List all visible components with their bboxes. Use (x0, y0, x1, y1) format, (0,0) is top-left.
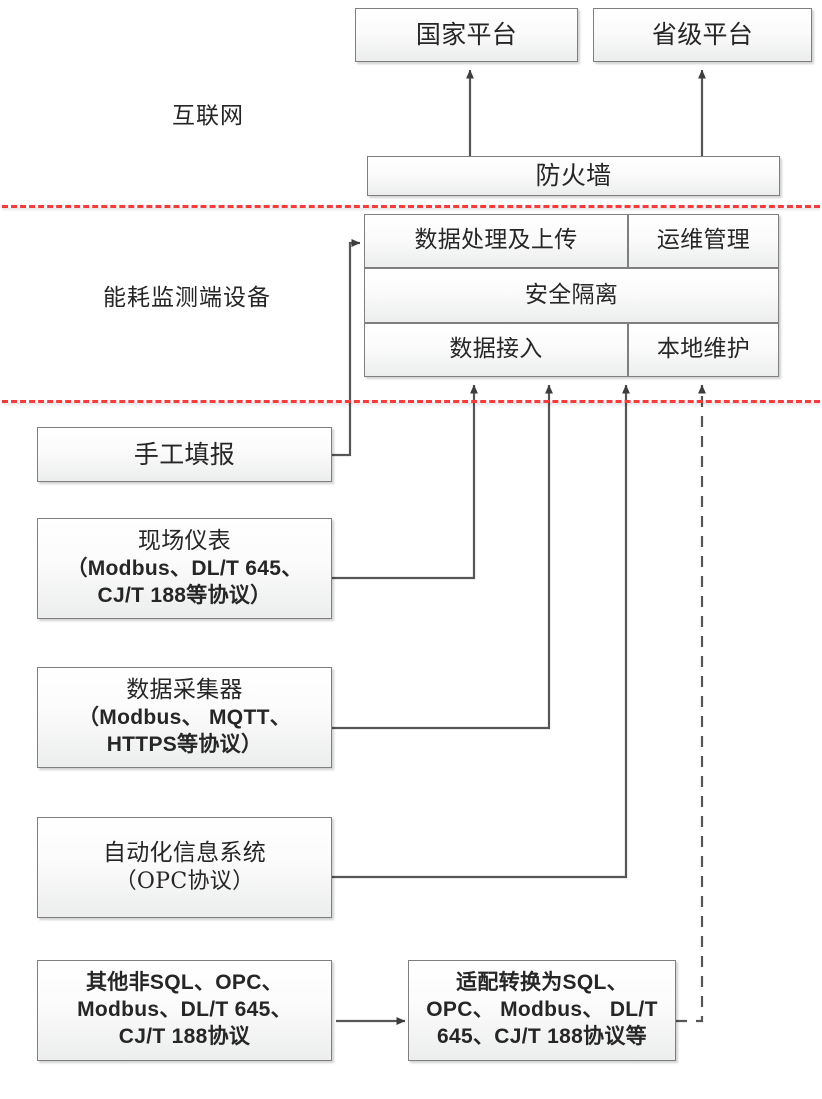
node-local-maintenance-label: 本地维护 (656, 336, 751, 363)
node-data-collector-line-3: HTTPS等协议） (106, 733, 263, 757)
node-provincial-platform-label: 省级平台 (651, 20, 754, 49)
node-manual-entry[interactable]: 手工填报 (37, 427, 332, 482)
node-local-maintenance[interactable]: 本地维护 (628, 323, 779, 377)
node-protocol-adapter-line-1: 适配转换为SQL、 (456, 971, 628, 995)
node-firewall-label: 防火墙 (535, 161, 612, 190)
node-data-collector-line-2: （Modbus、 MQTT、 (78, 706, 291, 730)
node-field-meter-line-3: CJ/T 188等协议） (97, 584, 272, 608)
node-national-platform[interactable]: 国家平台 (355, 8, 578, 62)
node-protocol-adapter-line-2: OPC、 Modbus、 DL/T (426, 998, 658, 1022)
node-data-process-upload[interactable]: 数据处理及上传 (364, 214, 628, 268)
node-ops-management-label: 运维管理 (656, 227, 751, 254)
node-other-protocols[interactable]: 其他非SQL、OPC、 Modbus、DL/T 645、 CJ/T 188协议 (37, 960, 332, 1061)
wire-manual-to-cluster (332, 239, 361, 457)
node-data-access[interactable]: 数据接入 (364, 323, 628, 377)
node-security-isolation[interactable]: 安全隔离 (364, 268, 779, 323)
node-firewall[interactable]: 防火墙 (367, 156, 780, 196)
node-field-meter-line-2: （Modbus、DL/T 645、 (66, 557, 303, 581)
node-manual-entry-label: 手工填报 (133, 439, 236, 469)
node-automation-system-line-2: （OPC协议） (114, 869, 255, 895)
node-automation-system[interactable]: 自动化信息系统 （OPC协议） (37, 817, 332, 918)
wire-meter-to-access (332, 384, 478, 580)
node-ops-management[interactable]: 运维管理 (628, 214, 779, 268)
node-protocol-adapter-line-3: 645、CJ/T 188协议等 (437, 1024, 647, 1048)
node-field-meter-line-1: 现场仪表 (137, 527, 232, 554)
node-security-isolation-label: 安全隔离 (524, 281, 619, 308)
node-other-protocols-line-1: 其他非SQL、OPC、 (86, 971, 283, 995)
wire-collector-to-access (332, 384, 553, 730)
wire-adapter-to-local-maintenance (676, 384, 706, 1023)
node-data-process-upload-label: 数据处理及上传 (414, 227, 578, 254)
node-other-protocols-line-3: CJ/T 188协议 (118, 1024, 251, 1048)
region-label-edge-device: 能耗监测端设备 (103, 285, 271, 311)
node-data-collector-line-1: 数据采集器 (126, 676, 243, 703)
separator-internet-edge (2, 205, 820, 208)
node-field-meter[interactable]: 现场仪表 （Modbus、DL/T 645、 CJ/T 188等协议） (37, 518, 332, 619)
wire-automation-to-access (332, 384, 630, 879)
node-protocol-adapter[interactable]: 适配转换为SQL、 OPC、 Modbus、 DL/T 645、CJ/T 188… (408, 960, 676, 1061)
node-automation-system-line-1: 自动化信息系统 (102, 839, 267, 866)
region-label-internet: 互联网 (172, 103, 244, 129)
node-data-collector[interactable]: 数据采集器 （Modbus、 MQTT、 HTTPS等协议） (37, 667, 332, 768)
node-data-access-label: 数据接入 (449, 336, 543, 363)
node-other-protocols-line-2: Modbus、DL/T 645、 (77, 998, 292, 1022)
node-national-platform-label: 国家平台 (415, 20, 518, 49)
separator-edge-sources (2, 400, 820, 403)
node-provincial-platform[interactable]: 省级平台 (593, 8, 812, 62)
